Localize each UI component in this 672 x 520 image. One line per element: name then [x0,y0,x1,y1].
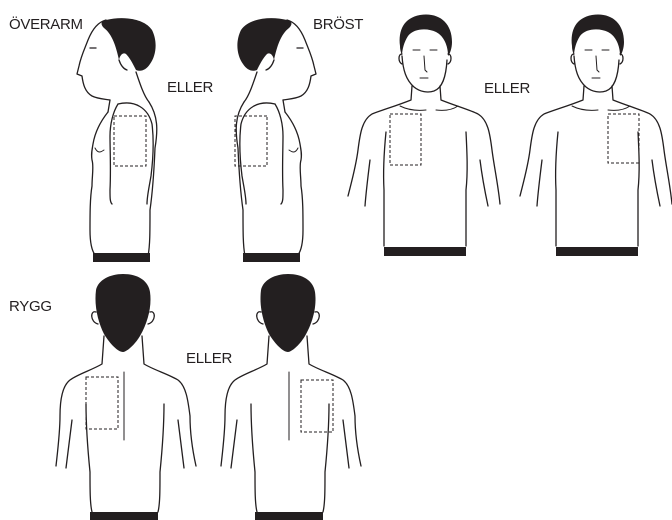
patch-chest-left [608,114,639,163]
figure-side-left [235,18,316,262]
figure-side-right [77,18,157,262]
patch-back-left [86,377,118,429]
figure-front-right-chest [348,14,500,256]
patch-chest-right [390,114,421,165]
figure-back-right [221,274,361,520]
figure-front-left-chest [520,14,672,256]
figure-back-left [56,274,196,520]
patch-upper-arm-right [114,116,146,166]
